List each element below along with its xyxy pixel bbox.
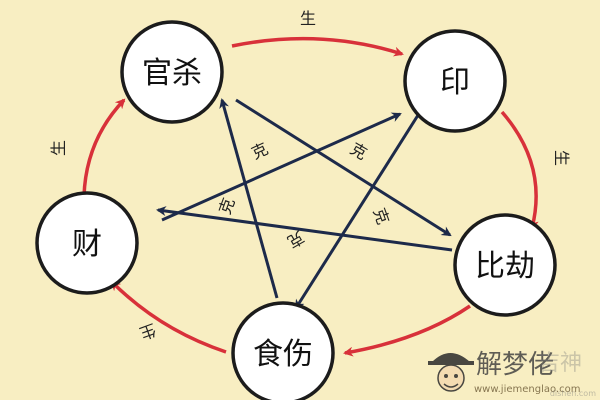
generate-label-right: 生 <box>552 150 571 166</box>
node-shishang: 食伤 <box>231 301 335 400</box>
watermark: 解梦佬 吉神 www.jiemenglao.com dishen.com <box>428 350 596 398</box>
node-cai: 财 <box>35 191 139 295</box>
control-arrow-cai-yin <box>161 112 402 222</box>
watermark-brand: 解梦佬 <box>476 350 554 380</box>
control-arrow-yin-shishang <box>294 111 422 310</box>
control-arrow-bijie-cai <box>156 206 453 252</box>
watermark-url: www.jiemenglao.com <box>474 384 580 395</box>
node-bijie-label: 比劫 <box>475 249 535 284</box>
node-shishang-label: 食伤 <box>253 337 313 372</box>
control-label-left-center: 克 <box>215 195 238 217</box>
generate-arrow-cai-guansha <box>82 98 126 197</box>
generate-label-top: 生 <box>300 9 316 28</box>
generate-label-left: 生 <box>49 140 68 156</box>
node-yin-label: 印 <box>440 65 470 100</box>
control-label-upper-left: 克 <box>248 139 271 163</box>
node-bijie: 比劫 <box>453 213 557 317</box>
control-label-right-center: 克 <box>370 205 393 227</box>
generate-arrow-guansha-yin <box>231 36 404 57</box>
control-arrow-shishang-guansha <box>219 98 279 299</box>
node-yin: 印 <box>403 29 507 133</box>
watermark-side-url: dishen.com <box>550 389 596 398</box>
node-guansha: 官杀 <box>120 20 224 124</box>
node-cai-label: 财 <box>72 227 102 262</box>
control-label-upper-right: 克 <box>347 139 370 163</box>
generate-arrow-yin-bijie <box>500 110 539 230</box>
node-guansha-label: 官杀 <box>142 56 202 91</box>
generate-label-bottom-left: 生 <box>137 320 159 343</box>
watermark-side-mark: 吉神 <box>538 351 582 376</box>
generate-arrow-shishang-cai <box>110 280 227 354</box>
generate-arrow-bijie-shishang <box>343 304 471 357</box>
control-arrow-guansha-bijie <box>235 98 452 237</box>
mascot-icon <box>428 353 474 392</box>
